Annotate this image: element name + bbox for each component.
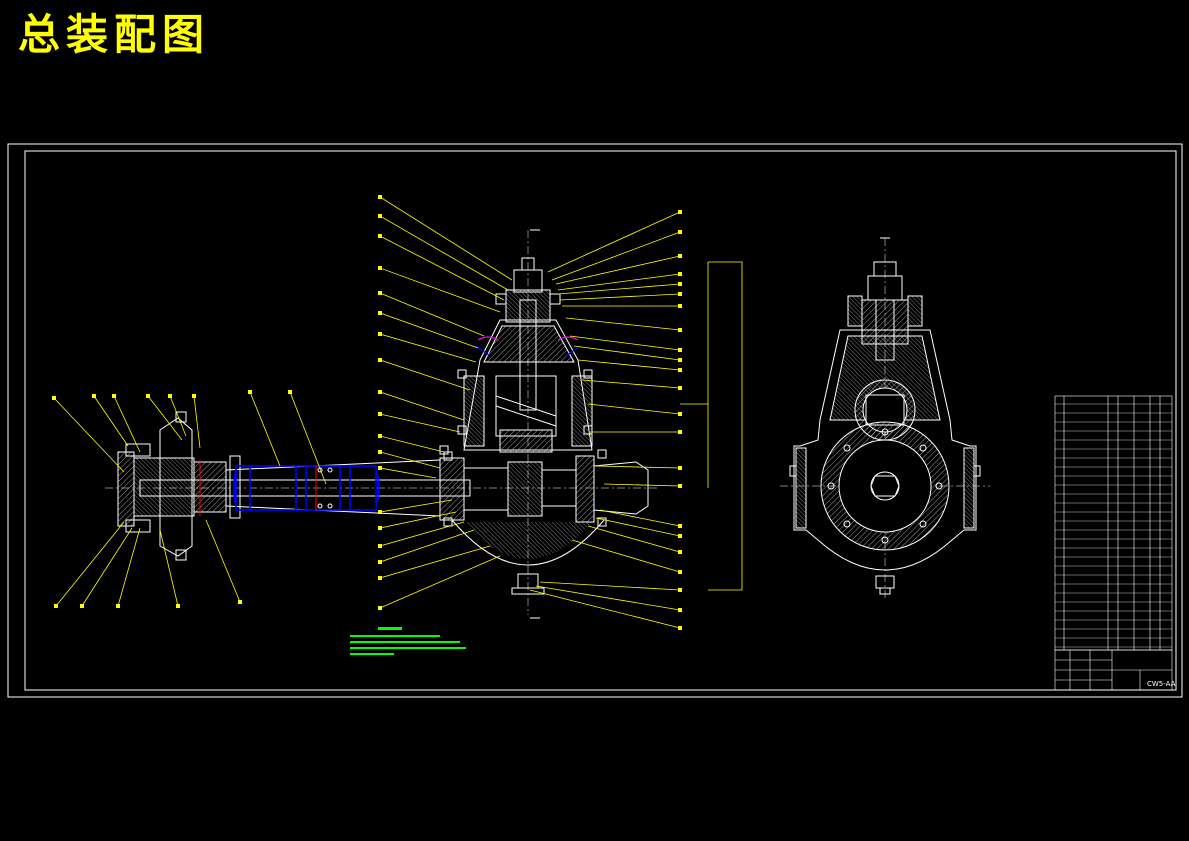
- assembly-section-view: [105, 229, 743, 619]
- inner-frame: [24, 150, 1177, 691]
- page-title: 总装配图: [18, 10, 211, 59]
- bill-of-materials-table: [1054, 395, 1173, 651]
- outer-frame: [7, 143, 1183, 698]
- bom-row-lines: [1055, 403, 1172, 648]
- leader-lines: [52, 195, 682, 630]
- technical-requirements-notes: [350, 627, 470, 664]
- title-block: [1054, 649, 1173, 691]
- side-section-view: [780, 237, 990, 600]
- technical-notes-lines: [350, 627, 466, 655]
- drawing-number: CW5-AA: [1147, 680, 1176, 688]
